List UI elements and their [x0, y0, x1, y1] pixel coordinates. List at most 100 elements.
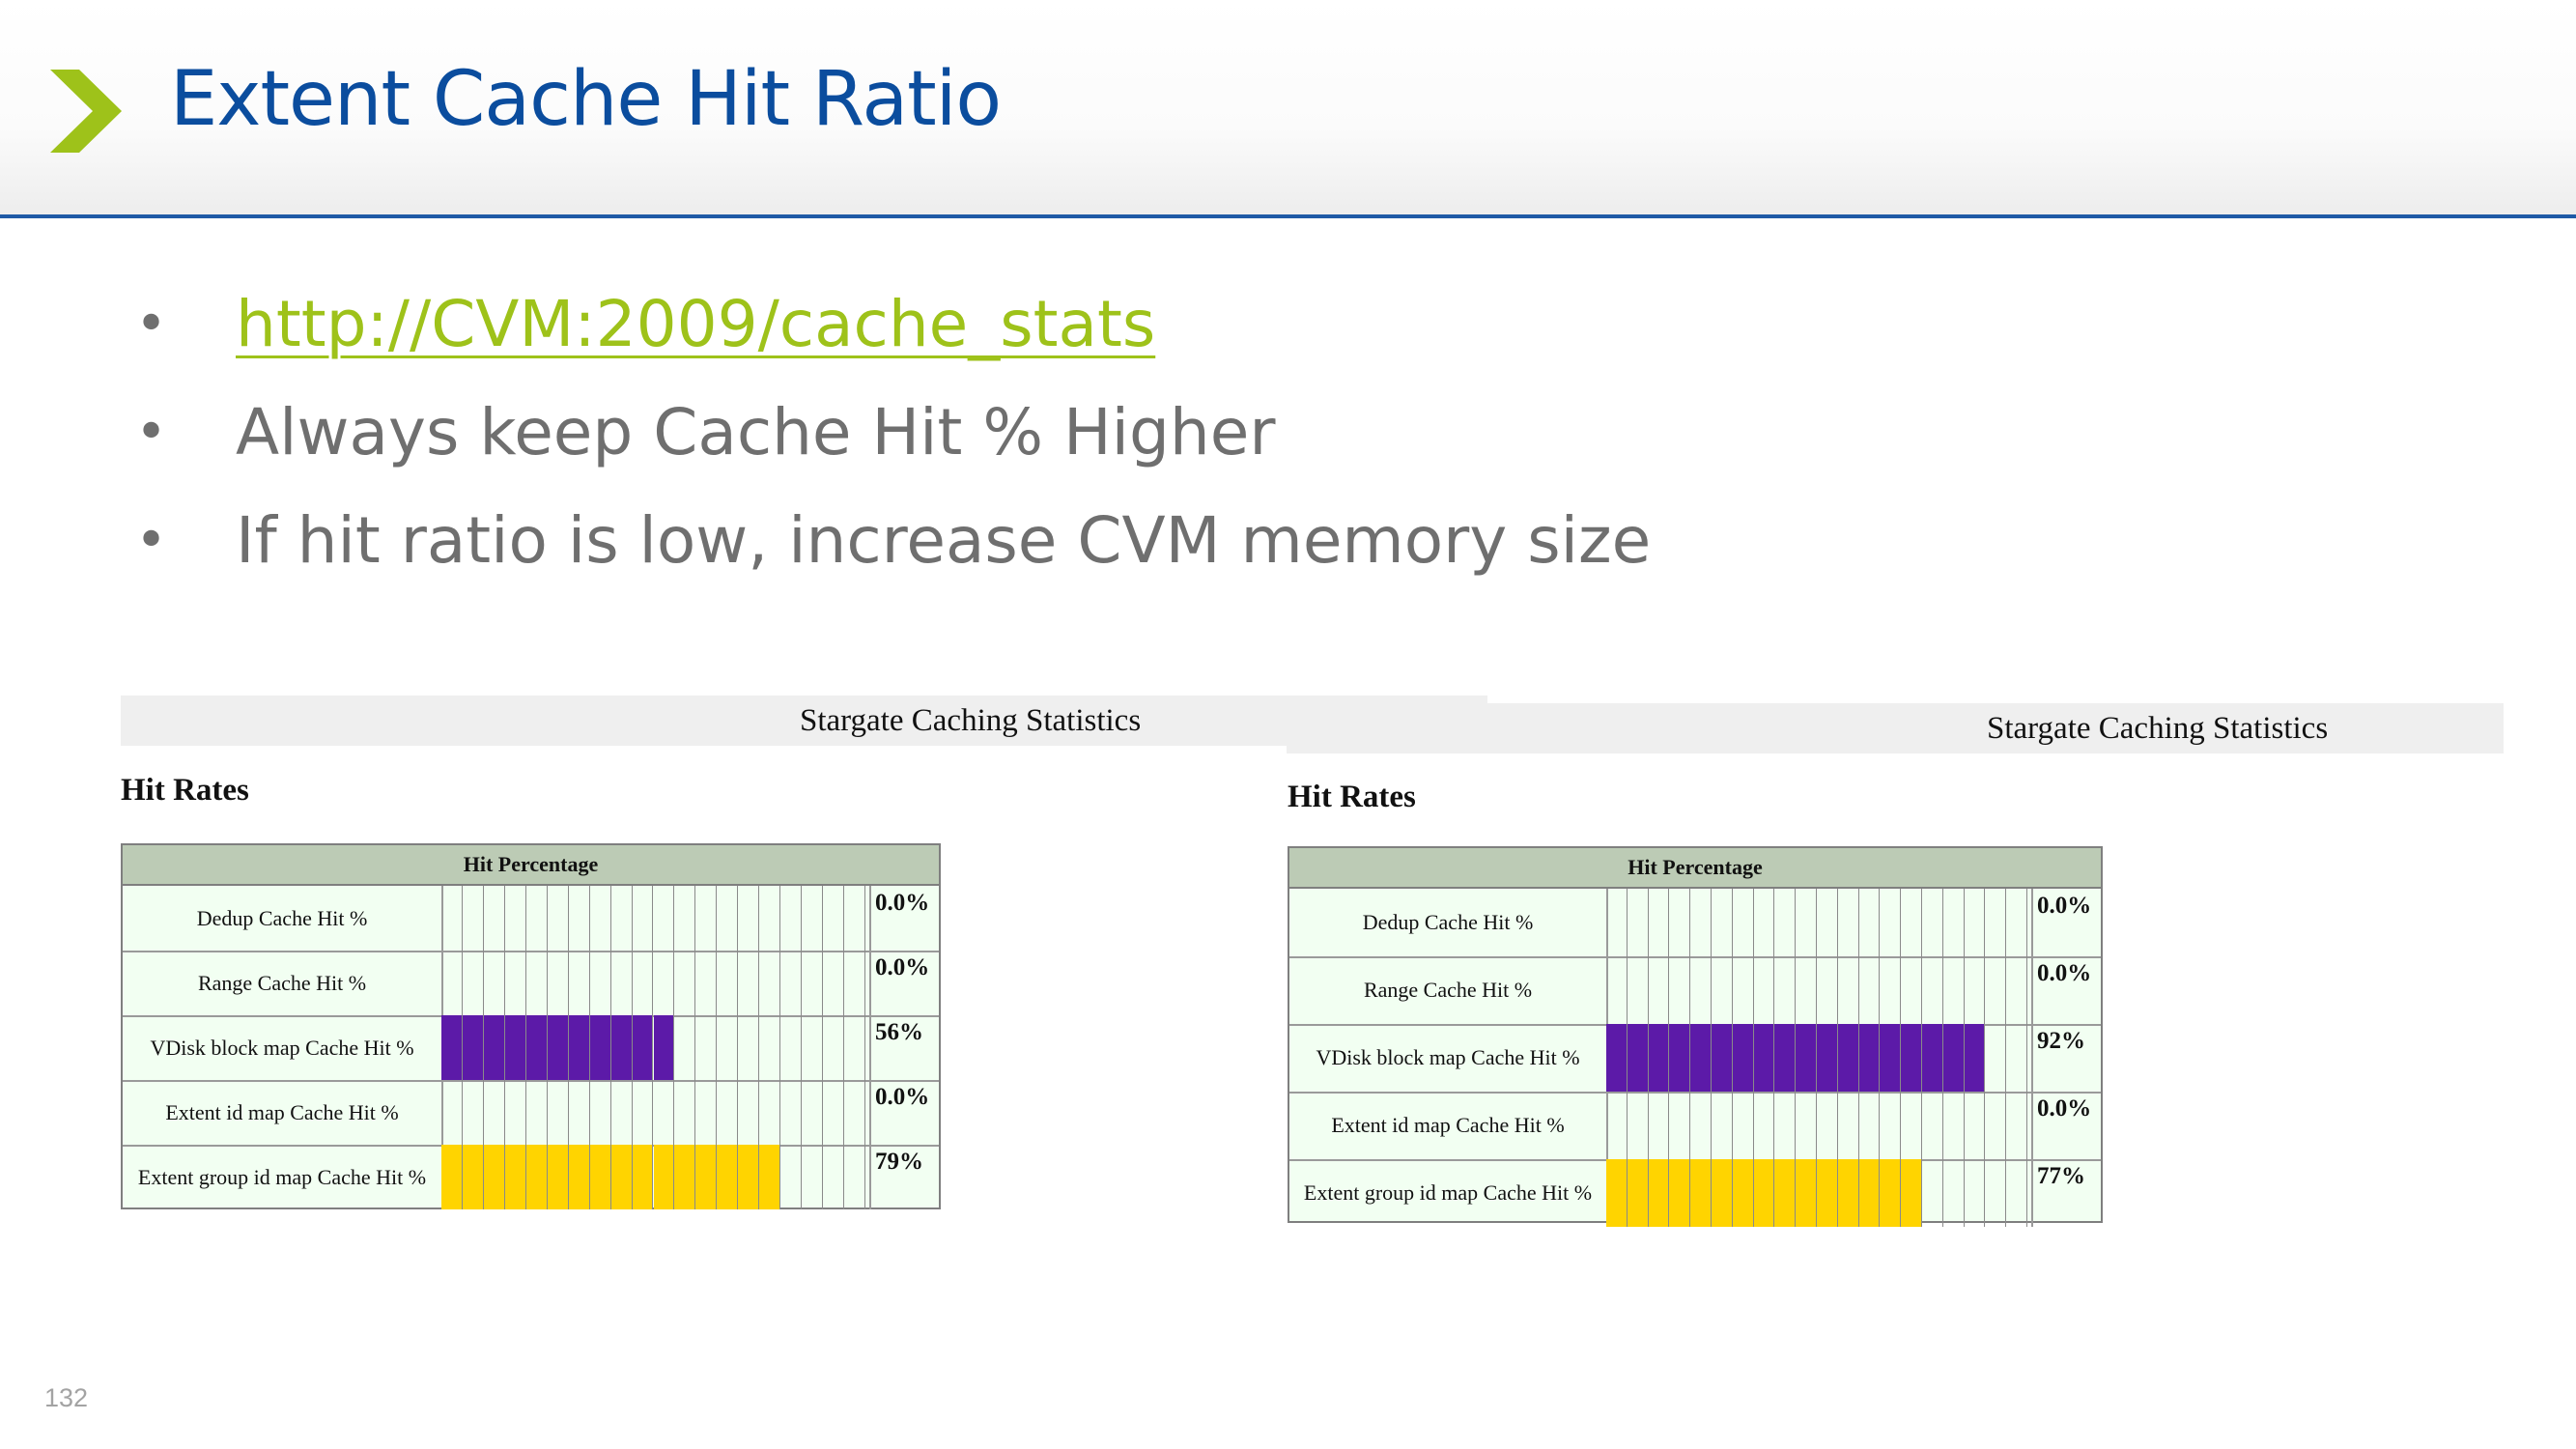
bullet-item[interactable]: • http://CVM:2009/cache_stats: [135, 270, 1874, 379]
bar-segment: [823, 1080, 845, 1145]
bar-segment: [654, 886, 675, 951]
bar-segment-filled: [1880, 1159, 1902, 1227]
hit-bar: [1606, 889, 2027, 956]
row-label: Dedup Cache Hit %: [123, 886, 443, 951]
bar-segment-filled: [1648, 1024, 1670, 1092]
bar-segment: [1817, 1092, 1838, 1159]
hit-percentage-table: Hit Percentage Dedup Cache Hit %0.0%Rang…: [121, 843, 941, 1209]
bar-segment-filled: [1796, 1024, 1817, 1092]
bar-segment: [1965, 1159, 1986, 1227]
bar-segment-filled: [1627, 1159, 1649, 1227]
bar-segment: [674, 886, 696, 951]
bar-segment: [1922, 889, 1943, 956]
bar-segment: [505, 1080, 526, 1145]
bullet-item: • Always keep Cache Hit % Higher: [135, 379, 1874, 487]
hit-bar: [441, 886, 865, 951]
bar-segment-filled: [1774, 1159, 1797, 1227]
row-label: VDisk block map Cache Hit %: [1289, 1024, 1608, 1092]
bar-segment: [611, 1080, 633, 1145]
bar-segment: [1628, 1092, 1649, 1159]
stats-banner: Stargate Caching Statistics: [121, 696, 1487, 746]
bar-segment: [590, 951, 611, 1015]
bar-segment-filled: [568, 1145, 590, 1209]
bar-segment: [802, 886, 824, 951]
bar-segment-filled: [1880, 1024, 1902, 1092]
bar-segment: [1712, 956, 1733, 1024]
bar-segment: [1774, 889, 1797, 956]
bar-segment-filled: [610, 1145, 633, 1209]
hit-bar: [1606, 1092, 2027, 1159]
row-label: Extent group id map Cache Hit %: [123, 1145, 443, 1209]
bar-segment-filled: [1732, 1159, 1754, 1227]
bar-segment: [1985, 1024, 2007, 1092]
bar-segment: [2006, 1159, 2027, 1227]
bar-segment: [505, 886, 526, 951]
bar-segment: [1712, 889, 1733, 956]
bar-segment-filled: [525, 1145, 548, 1209]
row-label: Extent id map Cache Hit %: [123, 1080, 443, 1145]
bar-segment: [695, 886, 718, 951]
bar-segment: [654, 951, 675, 1015]
bar-segment-filled: [695, 1145, 718, 1209]
bar-segment: [484, 951, 505, 1015]
hit-value: 0.0%: [2031, 889, 2101, 956]
bar-segment: [2006, 956, 2027, 1024]
bar-segment: [484, 1080, 505, 1145]
bar-segment: [505, 951, 526, 1015]
bar-segment: [1606, 889, 1628, 956]
bar-segment: [590, 1080, 611, 1145]
bar-segment: [1774, 956, 1797, 1024]
bar-segment: [780, 886, 803, 951]
bar-segment-filled: [1837, 1024, 1859, 1092]
bar-segment: [526, 1080, 548, 1145]
bar-segment-filled: [1753, 1159, 1775, 1227]
bar-segment: [548, 951, 569, 1015]
bar-segment: [1922, 1092, 1943, 1159]
bar-segment: [695, 951, 718, 1015]
hit-value: 92%: [2031, 1024, 2101, 1092]
bar-segment: [780, 951, 803, 1015]
bar-segment: [1754, 1092, 1775, 1159]
bar-segment: [463, 951, 484, 1015]
table-row: Extent id map Cache Hit %0.0%: [1289, 1092, 2101, 1161]
bar-segment: [1859, 1092, 1881, 1159]
hit-bar: [441, 951, 865, 1015]
bar-segment-filled: [632, 1015, 654, 1080]
stats-banner: Stargate Caching Statistics: [1287, 703, 2504, 753]
stats-banner-title: Stargate Caching Statistics: [1987, 711, 2329, 746]
bar-segment: [1628, 956, 1649, 1024]
bar-segment-filled: [589, 1145, 611, 1209]
bar-segment: [2006, 889, 2027, 956]
bar-segment-filled: [1817, 1159, 1838, 1227]
bar-segment: [633, 1080, 654, 1145]
bar-segment: [484, 886, 505, 951]
bar-segment-filled: [568, 1015, 590, 1080]
bar-segment: [738, 1080, 760, 1145]
bar-segment: [844, 1015, 865, 1080]
bar-segment: [1985, 1092, 2007, 1159]
bar-segment-filled: [1627, 1024, 1649, 1092]
slide-header: Extent Cache Hit Ratio: [0, 0, 2576, 218]
bar-segment-filled: [1648, 1159, 1670, 1227]
bar-segment-filled: [1669, 1024, 1691, 1092]
bar-segment: [695, 1080, 718, 1145]
hit-value: 0.0%: [2031, 956, 2101, 1024]
table-row: VDisk block map Cache Hit %56%: [123, 1015, 939, 1082]
bar-segment: [441, 1080, 463, 1145]
bar-segment-filled: [1901, 1024, 1922, 1092]
bar-segment: [1817, 889, 1838, 956]
bar-segment: [2006, 1092, 2027, 1159]
bar-segment-filled: [1669, 1159, 1691, 1227]
bar-segment-filled: [462, 1145, 484, 1209]
bar-segment: [780, 1080, 803, 1145]
bar-segment-filled: [1606, 1159, 1628, 1227]
bar-segment: [759, 1015, 781, 1080]
bar-segment-filled: [1774, 1024, 1797, 1092]
bullet-item: • If hit ratio is low, increase CVM memo…: [135, 487, 1874, 595]
table-header: Hit Percentage: [123, 845, 939, 886]
bar-segment: [1880, 956, 1902, 1024]
cache-stats-link[interactable]: http://CVM:2009/cache_stats: [236, 287, 1156, 361]
bullet-list: • http://CVM:2009/cache_stats • Always k…: [135, 270, 1874, 595]
bar-segment-filled: [1858, 1024, 1881, 1092]
bar-segment: [1606, 1092, 1628, 1159]
